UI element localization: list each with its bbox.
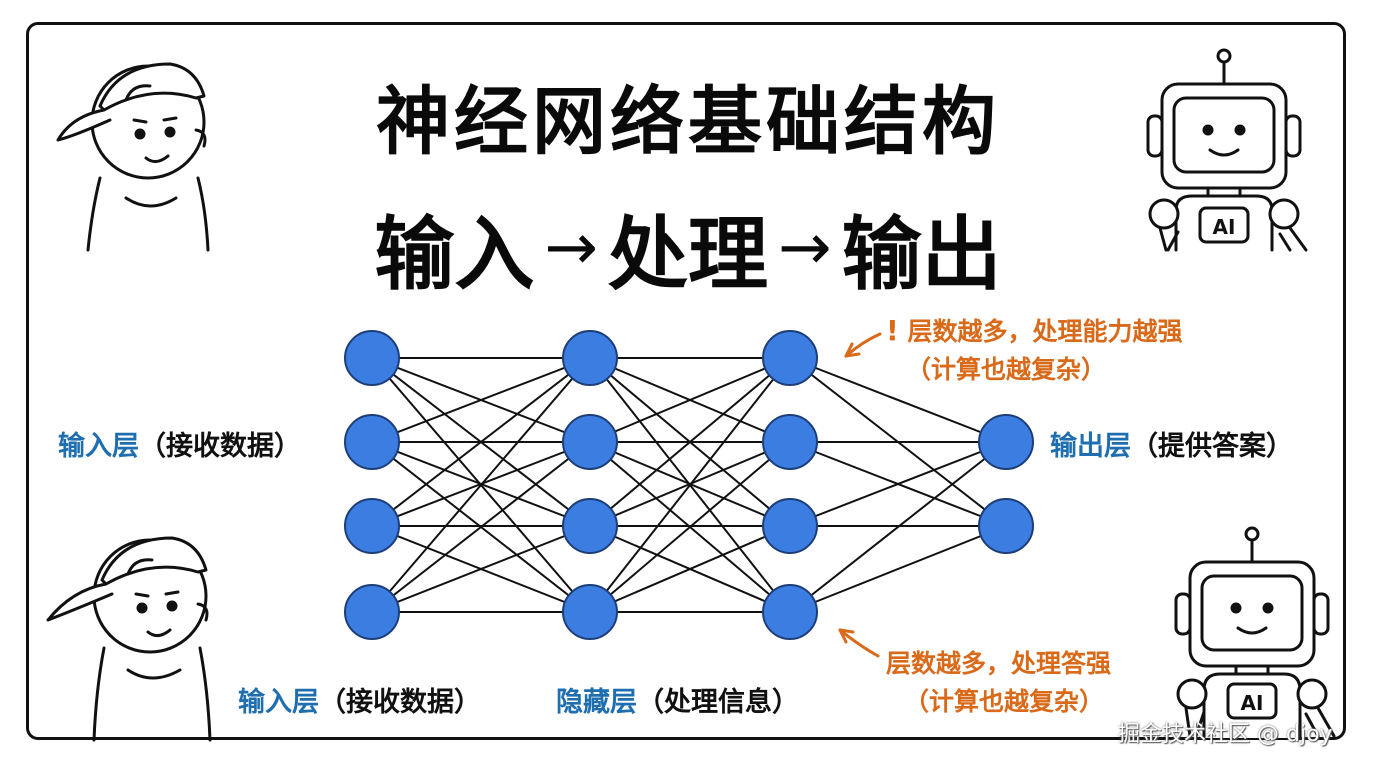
neuron-layer2-3 <box>762 584 818 640</box>
note-top-line2: （计算也越复杂） <box>906 355 1107 384</box>
network-edges <box>371 357 1007 613</box>
connection-1-3-1 <box>589 441 791 613</box>
connection-1-1-0 <box>589 357 791 443</box>
note-bottom-line1: 层数越多，处理答强 <box>886 649 1112 678</box>
neuron-layer2-2 <box>762 498 818 554</box>
watermark: 掘金技术社区 @ djoy <box>1118 722 1333 747</box>
connection-2-3-1 <box>789 525 1007 613</box>
hidden-layer-label: 隐藏层（处理信息） <box>556 680 799 719</box>
input-layer-name-bottom: 输入层 <box>238 687 319 718</box>
flow-input: 输入 <box>374 208 535 301</box>
network-nodes <box>344 330 1034 640</box>
input-layer-label-bottom: 输入层（接收数据） <box>238 680 481 719</box>
output-layer-label: 输出层（提供答案） <box>1050 424 1293 463</box>
output-layer-desc: （提供答案） <box>1131 431 1293 462</box>
robot-badge-bottom: AI <box>1241 691 1264 715</box>
robot-badge-top: AI <box>1213 215 1236 239</box>
connection-2-3-0 <box>789 441 1007 613</box>
neuron-layer1-1 <box>562 414 618 470</box>
note-top-text: 层数越多，处理能力越强 <box>907 317 1183 346</box>
neuron-layer0-1 <box>344 414 400 470</box>
neuron-layer0-3 <box>344 584 400 640</box>
neuron-layer3-1 <box>978 498 1034 554</box>
connection-1-3-2 <box>589 525 791 613</box>
flow-output: 输出 <box>841 208 1002 301</box>
neuron-layer2-0 <box>762 330 818 386</box>
note-top-line1: ! 层数越多，处理能力越强 <box>886 312 1183 348</box>
flow-arrow-2: → <box>778 211 832 285</box>
connection-0-3-1 <box>371 441 591 613</box>
neuron-layer0-2 <box>344 498 400 554</box>
connection-1-3-0 <box>589 357 791 613</box>
hidden-layer-desc: （处理信息） <box>637 687 799 718</box>
connection-2-2-0 <box>789 441 1007 527</box>
flow-process: 处理 <box>608 208 768 301</box>
note-bottom-line2: （计算也越复杂） <box>904 687 1105 716</box>
neuron-layer1-2 <box>562 498 618 554</box>
diagram-title: 神经网络基础结构 <box>376 79 1000 165</box>
neuron-layer2-1 <box>762 414 818 470</box>
connection-0-1-0 <box>371 357 591 443</box>
connection-1-2-0 <box>589 357 791 527</box>
connection-0-2-0 <box>371 357 591 527</box>
input-layer-desc: （接收数据） <box>139 431 301 462</box>
input-layer-desc-bottom: （接收数据） <box>319 687 481 718</box>
input-layer-label-left: 输入层（接收数据） <box>58 424 301 463</box>
flow-subtitle: 输入 → 处理 → 输出 <box>0 190 1376 306</box>
connection-0-3-0 <box>371 357 591 613</box>
neuron-layer0-0 <box>344 330 400 386</box>
neuron-layer1-3 <box>562 584 618 640</box>
arrow-bottom-icon <box>838 628 880 658</box>
flow-arrow-1: → <box>544 211 598 285</box>
output-layer-name: 输出层 <box>1050 431 1131 462</box>
connection-0-3-2 <box>371 525 591 613</box>
diagram-frame <box>26 22 1346 740</box>
hidden-layer-name: 隐藏层 <box>556 687 637 718</box>
input-layer-name: 输入层 <box>58 431 139 462</box>
exclamation-icon: ! <box>886 314 899 347</box>
neuron-layer3-0 <box>978 414 1034 470</box>
connection-2-0-0 <box>789 357 1007 443</box>
neuron-layer1-0 <box>562 330 618 386</box>
